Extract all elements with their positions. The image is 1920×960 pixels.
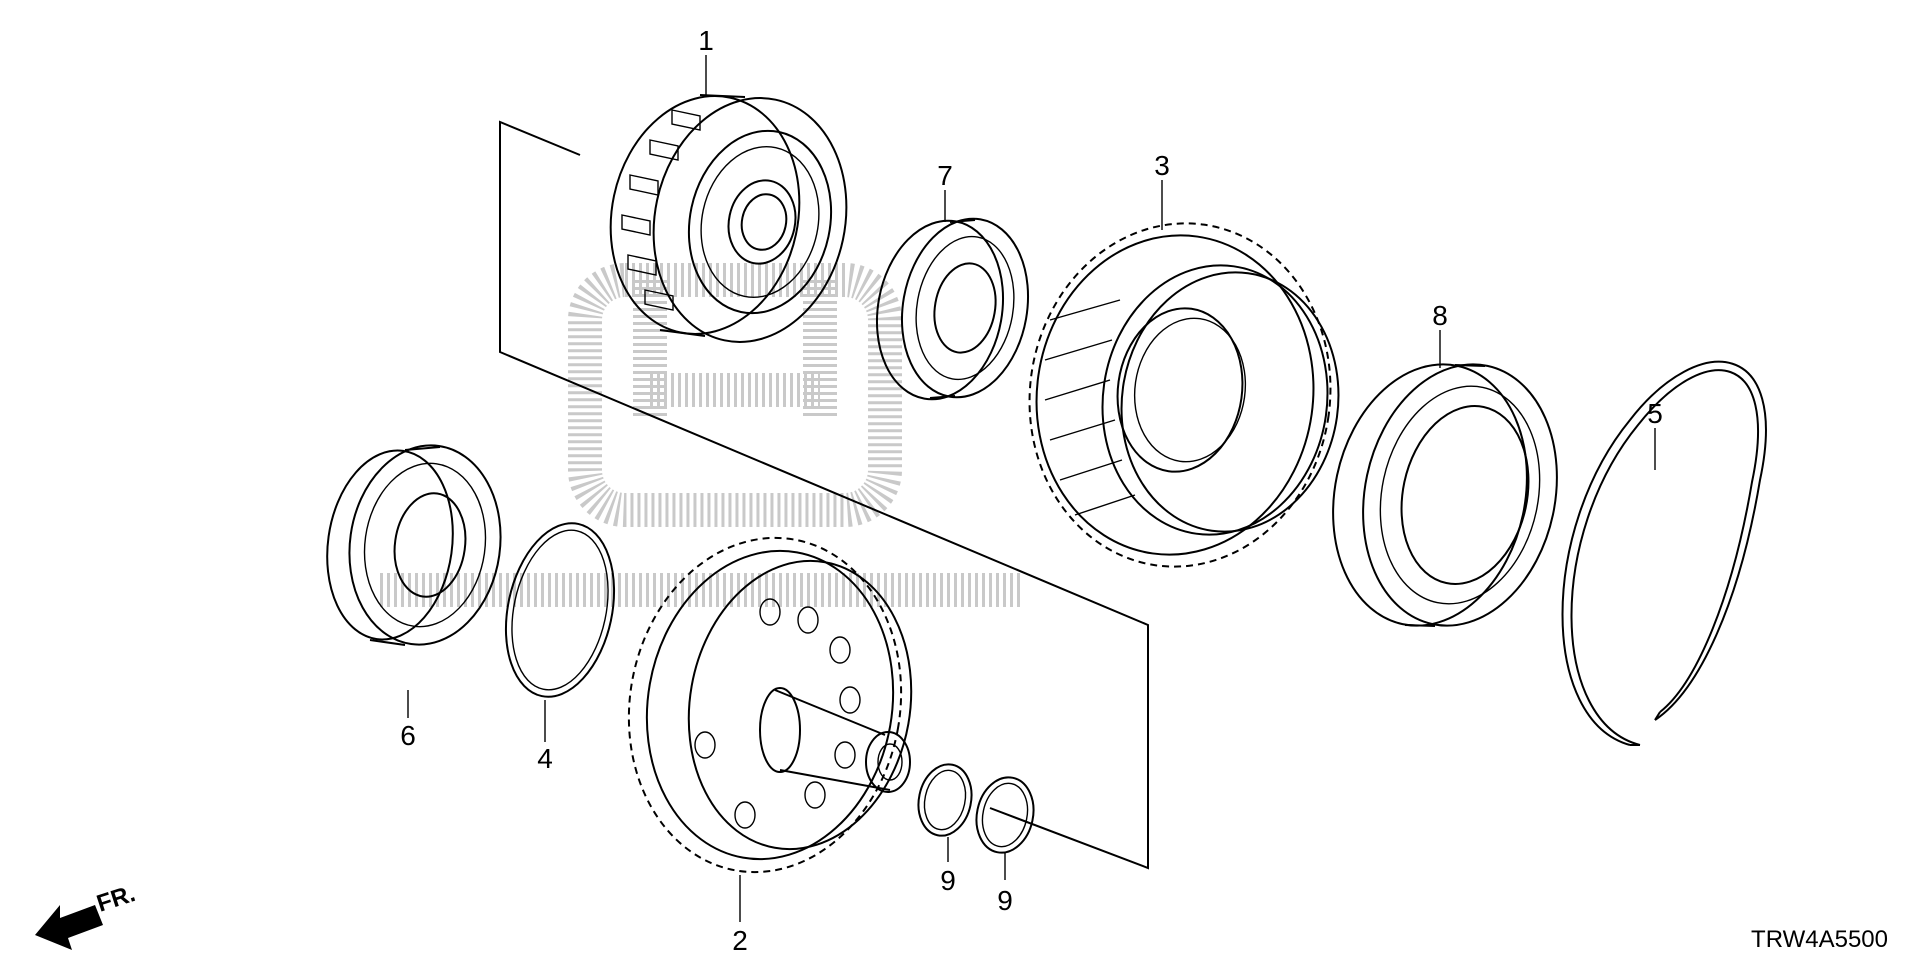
part-1-clutch-drum <box>609 94 848 343</box>
callout-5[interactable]: 5 <box>1647 398 1663 429</box>
callout-9a[interactable]: 9 <box>940 865 956 896</box>
callout-3[interactable]: 3 <box>1154 150 1170 181</box>
part-6-ball-bearing <box>326 444 502 646</box>
part-9-o-ring-a <box>917 763 973 837</box>
assembly-bracket <box>499 120 1149 870</box>
part-7-ball-bearing <box>875 217 1030 401</box>
leader-lines <box>407 55 1656 922</box>
callout-2[interactable]: 2 <box>732 925 748 956</box>
diagram-code: TRW4A5500 <box>1751 926 1888 953</box>
part-8-thrust-bearing <box>1332 363 1558 627</box>
part-5-snap-ring <box>1561 360 1767 746</box>
callout-9b[interactable]: 9 <box>997 885 1013 916</box>
part-2-output-gear <box>627 536 913 874</box>
callout-6[interactable]: 6 <box>400 720 416 751</box>
front-direction-label: FR. <box>94 880 139 918</box>
callout-1[interactable]: 1 <box>698 25 714 56</box>
part-3-helical-gear <box>1028 222 1340 568</box>
part-4-snap-ring <box>504 522 616 698</box>
front-direction-arrow-icon <box>35 905 103 950</box>
callout-4[interactable]: 4 <box>537 743 553 774</box>
callout-8[interactable]: 8 <box>1432 300 1448 331</box>
callout-7[interactable]: 7 <box>937 160 953 191</box>
watermark-logo <box>380 263 1020 607</box>
part-9-o-ring-b <box>975 776 1035 854</box>
